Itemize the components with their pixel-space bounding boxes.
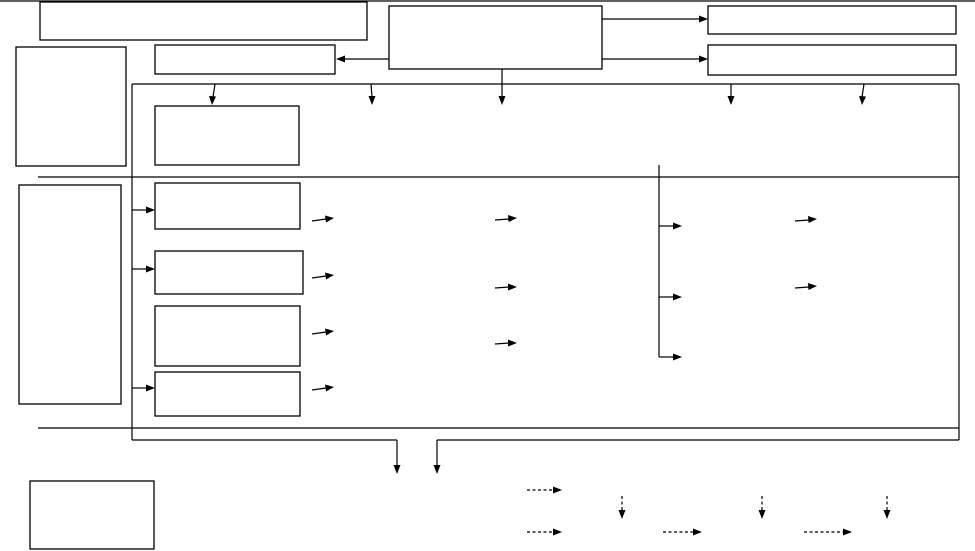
- output-box-top: [707, 5, 957, 35]
- frame-top-arrows: [209, 83, 866, 105]
- bottom-output-arrows: [393, 440, 441, 474]
- stage-box-header: [154, 105, 300, 166]
- arrows-column-4: [794, 216, 817, 290]
- stage-box-3: [154, 305, 301, 367]
- stage-box-2: [154, 250, 304, 295]
- arrows-column-2: [494, 215, 517, 347]
- left-panel-arrows: [132, 206, 155, 392]
- arrows-column-1: [311, 215, 334, 392]
- legend-box: [29, 480, 155, 550]
- main-frame: [131, 83, 960, 441]
- stage-box-4: [154, 371, 301, 417]
- title-box: [39, 1, 368, 41]
- central-connectors: [336, 15, 708, 105]
- branch-connector: [658, 165, 682, 361]
- stage-box-1: [154, 182, 301, 230]
- left-panel-upper: [15, 46, 127, 167]
- central-process-box: [388, 5, 603, 70]
- left-panel-middle: [18, 184, 122, 405]
- input-box: [154, 44, 336, 75]
- output-box-bottom: [707, 44, 957, 76]
- legend-dashed-arrows: [527, 486, 891, 536]
